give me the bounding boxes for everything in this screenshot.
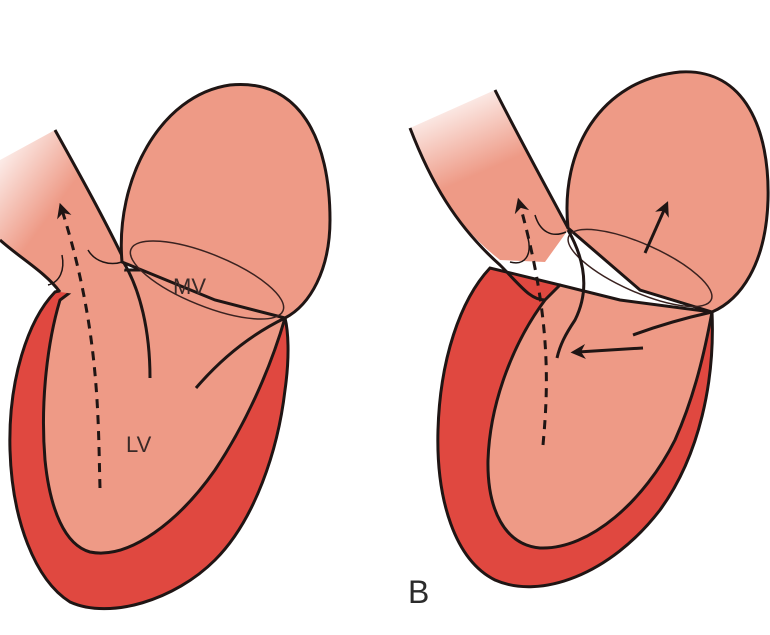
sam-arrow-b [570,344,644,360]
outflow-arrow-a [57,202,102,489]
panel-b-label: B [408,574,429,610]
anterior-mitral-leaflet-b [555,229,586,359]
mitral-valve-annulus-a [129,240,285,320]
aorta-wall-line [493,89,570,229]
aortic-cusp-a [47,254,64,286]
lv-cavity-a [42,268,287,555]
panel-a: MV LV [0,83,332,611]
anterior-mitral-leaflet-a [122,262,152,379]
mv-label: MV [173,274,206,299]
aortic-cusp-b [509,237,530,264]
mitral-regurgitation-arrow-b [643,201,669,254]
outflow-arrow-b [514,197,548,446]
left-atrium-b [565,70,770,314]
aortic-cusp-a [87,249,123,265]
panel-b: B [408,70,770,610]
posterior-mitral-leaflet-a [194,316,286,389]
lv-cavity-b [486,283,714,550]
aorta-wall-line [0,238,62,293]
lv-label: LV [126,432,152,457]
aorta-b [410,90,568,262]
aortic-cusp-b [534,214,567,236]
aorta-wall-line [408,127,546,302]
mitral-valve-annulus-b [567,228,713,308]
posterior-mitral-leaflet-b [632,310,713,337]
aorta-wall-line [53,129,127,263]
left-atrium-a [119,83,332,320]
